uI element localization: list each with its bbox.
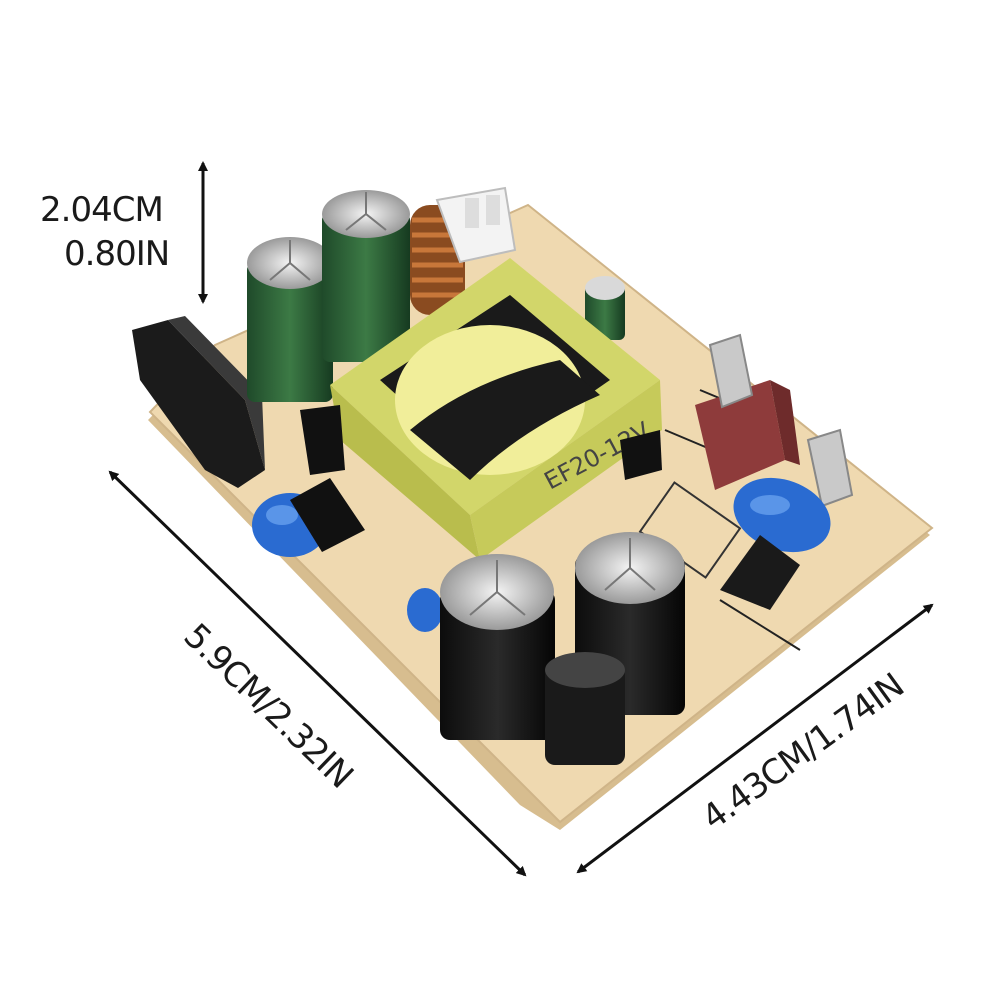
length-arrow (108, 470, 527, 877)
blue-capacitor-small (407, 588, 443, 632)
output-connector (435, 186, 517, 264)
black-capacitor-small (545, 652, 625, 765)
thermistor (720, 535, 800, 610)
green-capacitor-left (247, 237, 333, 402)
height-cm-label: 2.04CM (40, 190, 164, 230)
terminal-n (806, 428, 854, 508)
blue-capacitor-right (733, 477, 831, 553)
black-capacitor-left (440, 554, 555, 740)
green-capacitor-right (322, 190, 410, 362)
width-arrow (576, 603, 934, 874)
height-in-label: 0.80IN (64, 234, 170, 274)
fuse (695, 380, 800, 490)
small-capacitor (585, 276, 625, 340)
power-transistor (132, 316, 265, 488)
terminal-l (708, 333, 754, 409)
